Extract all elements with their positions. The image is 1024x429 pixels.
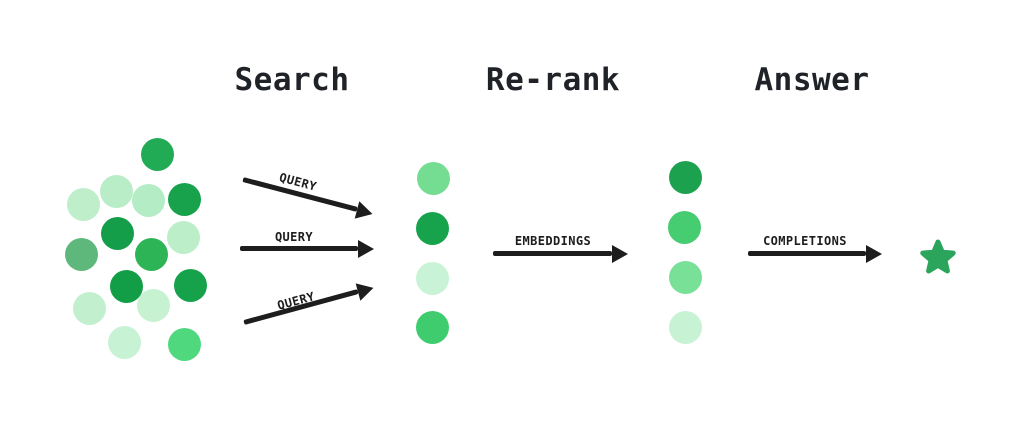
document-dot — [668, 260, 702, 294]
document-dot — [667, 210, 701, 244]
document-dot — [99, 174, 133, 208]
document-dot — [166, 220, 200, 254]
stage-title-rerank: Re-rank — [485, 62, 621, 98]
embeddings-arrow-label: EMBEDDINGS — [514, 234, 592, 248]
query-arrow-middle-label: QUERY — [274, 230, 314, 244]
document-dot — [415, 211, 449, 245]
document-dot — [173, 268, 207, 302]
completions-arrow — [748, 251, 866, 256]
stage-title-search: Search — [234, 62, 350, 98]
query-arrow-middle — [240, 246, 358, 251]
document-dot — [100, 216, 134, 250]
document-dot — [72, 291, 106, 325]
document-dot — [109, 269, 143, 303]
embeddings-arrow — [493, 251, 612, 256]
document-dot — [167, 182, 201, 216]
stage-title-answer: Answer — [754, 62, 870, 98]
document-dot — [140, 137, 174, 171]
document-dot — [131, 183, 165, 217]
document-dot — [668, 160, 702, 194]
document-dot — [167, 327, 201, 361]
document-dot — [134, 237, 168, 271]
document-dot — [415, 261, 449, 295]
document-dot — [415, 310, 449, 344]
document-dot — [136, 288, 170, 322]
document-dot — [107, 325, 141, 359]
document-dot — [668, 310, 702, 344]
document-dot — [64, 237, 98, 271]
completions-arrow-label: COMPLETIONS — [763, 234, 847, 248]
document-dot — [416, 161, 450, 195]
answer-star-icon — [918, 237, 958, 277]
document-dot — [66, 187, 100, 221]
